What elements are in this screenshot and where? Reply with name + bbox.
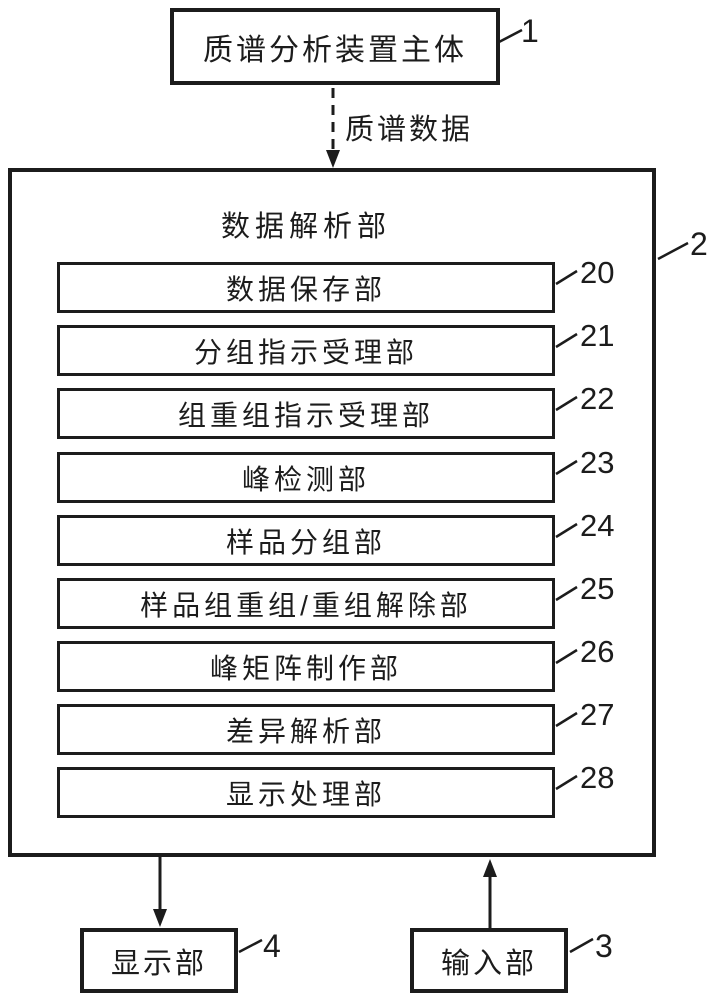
module-label: 样品分组部 [225, 526, 386, 558]
leader-line-ref2 [657, 241, 689, 261]
module-label: 组重组指示受理部 [177, 399, 434, 431]
ref-number-2: 2 [690, 226, 708, 262]
module-label: 分组指示受理部 [193, 336, 418, 368]
ref-number-26: 26 [580, 634, 615, 669]
arrow-down-icon [326, 150, 340, 168]
module-box-data-storage: 数据保存部 [57, 262, 555, 313]
ref-number-24: 24 [580, 508, 615, 543]
data-analysis-unit-box [8, 168, 656, 857]
arrow-up-icon [483, 859, 497, 877]
module-box-peak-matrix: 峰矩阵制作部 [57, 641, 555, 692]
mass-spectrometer-label: 质谱分析装置主体 [203, 33, 467, 67]
ref-number-1: 1 [521, 13, 539, 49]
ref-number-27: 27 [580, 697, 615, 732]
leader-line-ref3 [569, 937, 594, 954]
module-box-peak-detection: 峰检测部 [57, 452, 555, 503]
ref-number-21: 21 [580, 318, 615, 353]
ref-number-22: 22 [580, 381, 615, 416]
display-unit-box: 显示部 [80, 928, 238, 993]
ref-number-3: 3 [595, 928, 613, 964]
module-label: 数据保存部 [225, 273, 386, 305]
ref-number-28: 28 [580, 760, 615, 795]
module-box-sample-regroup: 样品组重组/重组解除部 [57, 578, 555, 629]
input-unit-box: 输入部 [410, 928, 568, 993]
leader-line-ref1 [498, 28, 523, 44]
module-box-grouping-instruction: 分组指示受理部 [57, 325, 555, 376]
leader-line-ref4 [238, 938, 263, 954]
module-label: 显示处理部 [225, 778, 386, 810]
data-analysis-unit-title: 数据解析部 [220, 211, 391, 243]
data-flow-label: 质谱数据 [345, 114, 474, 146]
module-box-display-processing: 显示处理部 [57, 767, 555, 818]
module-box-difference-analysis: 差异解析部 [57, 704, 555, 755]
module-box-regroup-instruction: 组重组指示受理部 [57, 388, 555, 439]
input-unit-label: 输入部 [440, 947, 537, 980]
ref-number-23: 23 [580, 445, 615, 480]
module-box-sample-grouping: 样品分组部 [57, 515, 555, 566]
ref-number-25: 25 [580, 571, 615, 606]
module-label: 样品组重组/重组解除部 [140, 589, 472, 621]
module-label: 峰检测部 [241, 463, 370, 495]
display-unit-label: 显示部 [110, 947, 207, 980]
module-label: 差异解析部 [225, 715, 386, 747]
module-label: 峰矩阵制作部 [209, 652, 402, 684]
mass-spectrometer-box: 质谱分析装置主体 [170, 8, 500, 85]
ref-number-20: 20 [580, 255, 615, 290]
ref-number-4: 4 [263, 928, 281, 964]
arrow-down-icon [153, 909, 167, 927]
